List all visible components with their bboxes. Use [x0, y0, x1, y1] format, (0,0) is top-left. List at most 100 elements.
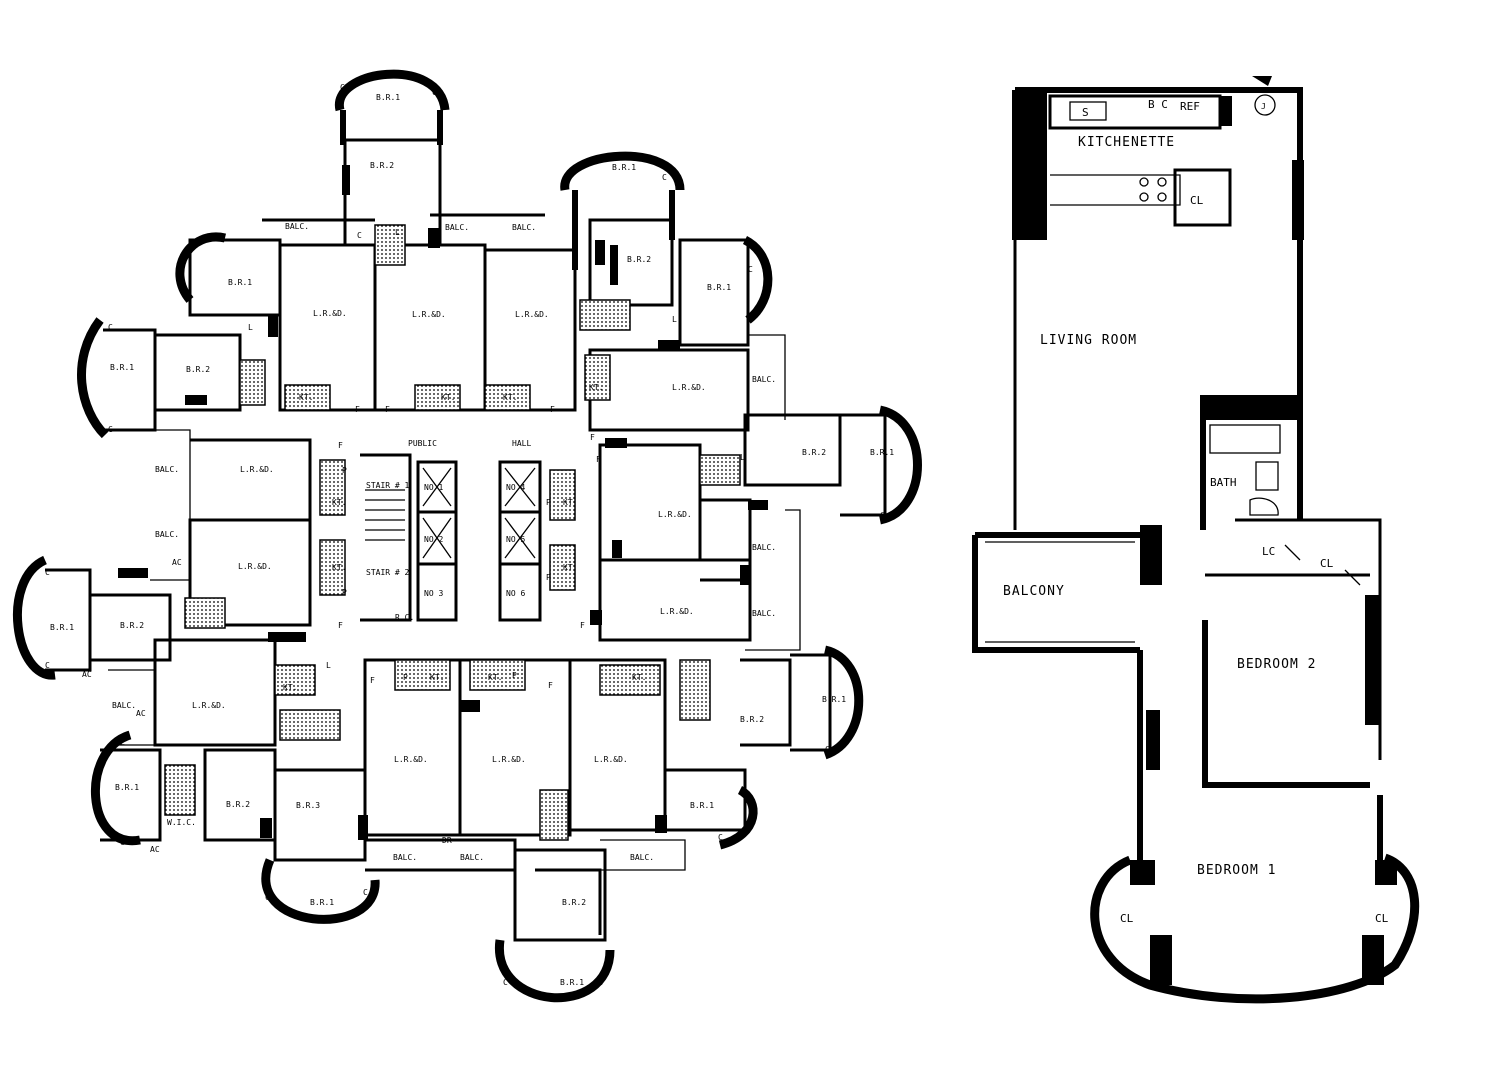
- sink-label: S: [1082, 106, 1089, 119]
- fridge-label: F: [550, 405, 555, 414]
- closet-label: C: [565, 173, 570, 182]
- closet-label: C: [825, 745, 830, 754]
- pantry-label: P: [342, 588, 347, 597]
- closet-label: C: [357, 231, 362, 240]
- closet-label: C: [45, 661, 50, 670]
- room-label-lrd: L.R.&D.: [313, 309, 347, 318]
- room-label-rc: R.C.: [395, 613, 414, 622]
- room-label-kt: KT.: [299, 393, 313, 402]
- room-label-br1: B.R.1: [50, 623, 74, 632]
- dr-label: DR: [442, 836, 452, 845]
- pantry-label: P: [512, 671, 517, 680]
- room-label-br2: B.R.2: [120, 621, 144, 630]
- closet-label: C: [187, 243, 192, 252]
- room-label-br2: B.R.2: [562, 898, 586, 907]
- room-label-balc: BALC.: [112, 701, 136, 710]
- room-label-br1: B.R.1: [376, 93, 400, 102]
- room-label-bedroom-2: BEDROOM 2: [1237, 657, 1316, 672]
- room-label-br1: B.R.1: [690, 801, 714, 810]
- room-label-bedroom-1: BEDROOM 1: [1197, 863, 1276, 878]
- room-label-kt: KT.: [283, 683, 297, 692]
- room-label-kt: KT.: [563, 563, 577, 572]
- ac-label: AC: [172, 558, 182, 567]
- pantry-label: P: [403, 673, 408, 682]
- room-label-lrd: L.R.&D.: [394, 755, 428, 764]
- room-label-br1: B.R.1: [310, 898, 334, 907]
- room-label-lrd: L.R.&D.: [412, 310, 446, 319]
- linen-label: L: [395, 228, 400, 237]
- room-label-balc: BALC.: [445, 223, 469, 232]
- room-label-kt: KT.: [332, 563, 346, 572]
- room-label-balc: BALC.: [460, 853, 484, 862]
- fridge-label: F: [385, 405, 390, 414]
- unit-plan-labels: S B C REF J KITCHENETTE CL LIVING ROOM B…: [1003, 98, 1389, 925]
- ac-label: AC: [150, 845, 160, 854]
- fridge-label: F: [338, 621, 343, 630]
- room-label-lrd: L.R.&D.: [238, 562, 272, 571]
- room-label-br3: B.R.3: [296, 801, 320, 810]
- closet-label: C: [108, 323, 113, 332]
- fridge-label: F: [590, 433, 595, 442]
- core-label-public: PUBLIC: [408, 439, 437, 448]
- pantry-label: P: [546, 573, 551, 582]
- closet-label: C: [825, 648, 830, 657]
- elevator-label: NO 5: [506, 535, 525, 544]
- room-label-balc: BALC.: [393, 853, 417, 862]
- room-label-kt: KT.: [503, 393, 517, 402]
- room-label-bath: BATH: [1210, 476, 1237, 489]
- pantry-label: P: [546, 498, 551, 507]
- room-label-br1: B.R.1: [228, 278, 252, 287]
- room-label-br1: B.R.1: [707, 283, 731, 292]
- closet-label: CL: [1190, 194, 1204, 207]
- typical-floor-plan: [12, 69, 922, 1003]
- closet-label: CL: [1120, 912, 1134, 925]
- unit-letter-label: J: [1261, 102, 1266, 111]
- closet-label: C: [880, 511, 885, 520]
- linen-label: L: [326, 661, 331, 670]
- room-label-balc: BALC.: [752, 543, 776, 552]
- closet-label: C: [363, 888, 368, 897]
- room-label-balc: BALC.: [285, 222, 309, 231]
- linen-label: L: [672, 315, 677, 324]
- room-label-balc: BALC.: [155, 530, 179, 539]
- ref-label: REF: [1180, 100, 1200, 113]
- elevator-label: NO 4: [506, 483, 525, 492]
- fridge-label: F: [596, 455, 601, 464]
- fridge-label: F: [548, 681, 553, 690]
- ac-label: AC: [136, 709, 146, 718]
- room-label-balcony: BALCONY: [1003, 584, 1065, 599]
- room-label-br2: B.R.2: [370, 161, 394, 170]
- room-label-lrd: L.R.&D.: [492, 755, 526, 764]
- closet-label: C: [748, 265, 753, 274]
- closet-label: C: [120, 838, 125, 847]
- room-label-kt: KT.: [589, 383, 603, 392]
- fridge-label: F: [355, 405, 360, 414]
- room-label-br2: B.R.2: [186, 365, 210, 374]
- room-label-lrd: L.R.&D.: [515, 310, 549, 319]
- closet-label: C: [108, 425, 113, 434]
- closet-label: C: [503, 978, 508, 987]
- fridge-label: F: [338, 441, 343, 450]
- closet-label: C: [120, 738, 125, 747]
- ac-label: AC: [82, 670, 92, 679]
- core-label-hall: HALL: [512, 439, 531, 448]
- room-label-br2: B.R.2: [802, 448, 826, 457]
- elevator-label: NO 1: [424, 483, 443, 492]
- apartment-unit-plan: [972, 76, 1420, 1004]
- closet-label: C: [340, 83, 345, 92]
- bay-wall: [335, 69, 450, 112]
- room-label-lrd: L.R.&D.: [192, 701, 226, 710]
- room-label-wic: W.I.C.: [167, 818, 196, 827]
- room-label-kt: KT.: [430, 673, 444, 682]
- room-label-living-room: LIVING ROOM: [1040, 333, 1137, 348]
- linen-label: L: [248, 323, 253, 332]
- room-label-lrd: L.R.&D.: [672, 383, 706, 392]
- room-label-br1: B.R.1: [612, 163, 636, 172]
- room-label-br1: B.R.1: [110, 363, 134, 372]
- room-label-lrd: L.R.&D.: [594, 755, 628, 764]
- elevator-label: NO 6: [506, 589, 525, 598]
- core-label-stair1: STAIR # 1: [366, 481, 410, 490]
- room-label-lrd: L.R.&D.: [658, 510, 692, 519]
- room-label-br1: B.R.1: [870, 448, 894, 457]
